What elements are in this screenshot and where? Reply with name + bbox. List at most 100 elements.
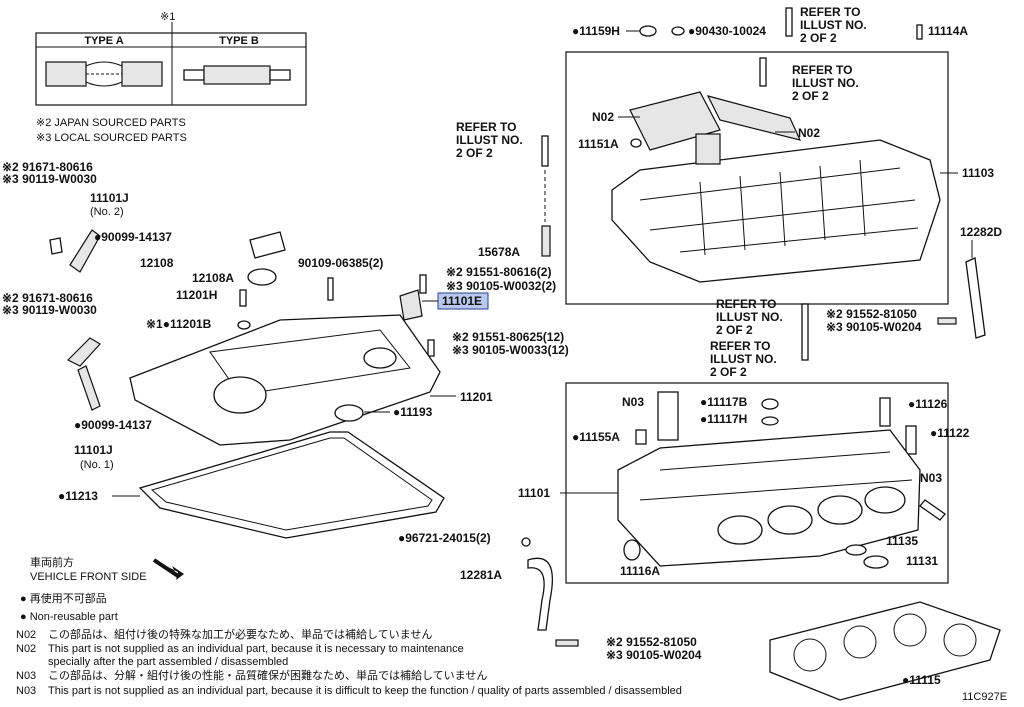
- refer-note-left: REFER TO ILLUST NO. 2 OF 2: [456, 120, 549, 167]
- label-15678A: 15678A: [478, 245, 520, 259]
- gasket-11213: [138, 431, 445, 539]
- label-n02-right: N02: [798, 126, 820, 140]
- label-11131: 11131: [906, 554, 938, 568]
- cam-housing-frame: [565, 51, 949, 305]
- label-91671-80616-top: ※2 91671-80616: [2, 160, 93, 174]
- type-table: ※1 TYPE A TYPE B: [35, 11, 307, 106]
- svg-text:2 OF 2: 2 OF 2: [716, 323, 753, 337]
- label-90430-10024: ●90430-10024: [688, 24, 766, 38]
- label-no2: (No. 2): [90, 206, 124, 218]
- label-11151A: 11151A: [578, 137, 619, 151]
- local-sourced-note: ※3 LOCAL SOURCED PARTS: [36, 132, 187, 144]
- label-n03-top: N03: [622, 395, 644, 409]
- label-91671-80616-bot: ※2 91671-80616: [2, 291, 93, 305]
- label-11101E[interactable]: 11101E: [442, 294, 482, 308]
- front-en: VEHICLE FRONT SIDE: [30, 571, 147, 583]
- label-11103: 11103: [962, 166, 994, 180]
- valve-cover-11201: [129, 314, 441, 446]
- label-11101J-bot: 11101J: [74, 443, 113, 457]
- svg-text:ILLUST NO.: ILLUST NO.: [716, 310, 783, 324]
- svg-text:REFER TO: REFER TO: [800, 5, 860, 19]
- oil-cap: [249, 231, 286, 259]
- type-b-header: TYPE B: [219, 35, 259, 47]
- label-90105-W0032: ※3 90105-W0032(2): [446, 279, 556, 293]
- type-b-seal-drawing: [183, 65, 291, 85]
- front-jp: 車両前方: [30, 555, 74, 569]
- refer-note-mid: REFER TO ILLUST NO. 2 OF 2: [759, 57, 859, 103]
- label-11117H: ●11117H: [700, 412, 747, 426]
- label-90119-W0030-top: ※3 90119-W0030: [2, 172, 97, 186]
- label-11116A: 11116A: [620, 564, 660, 578]
- label-90099-bot: ●90099-14137: [74, 418, 152, 432]
- svg-text:ILLUST NO.: ILLUST NO.: [710, 352, 777, 366]
- svg-text:REFER TO: REFER TO: [710, 339, 770, 353]
- label-96721-24015: ●96721-24015(2): [398, 531, 491, 545]
- bolt-15678A: [541, 225, 551, 257]
- svg-text:ILLUST NO.: ILLUST NO.: [456, 133, 523, 147]
- label-90105-W0033: ※3 90105-W0033(12): [452, 343, 569, 357]
- diagram-code: 11C927E: [962, 691, 1007, 703]
- note-text: この部品は、組付け後の特殊な加工が必要なため、単品では補給していません: [48, 627, 432, 641]
- label-11201B: ※1●11201B: [146, 317, 212, 331]
- label-n03-right: N03: [920, 471, 942, 485]
- front-arrow-icon: [154, 560, 184, 580]
- label-90105-W0204-top: ※3 90105-W0204: [826, 320, 922, 334]
- label-90105-W0204-bot: ※3 90105-W0204: [606, 648, 702, 662]
- ocv-no2: [69, 229, 101, 273]
- label-90119-W0030-bot: ※3 90119-W0030: [2, 303, 97, 317]
- label-11193: ●11193: [393, 405, 433, 419]
- label-11155A: ●11155A: [572, 430, 620, 444]
- cam-sensor-11101E: [399, 289, 423, 321]
- label-11114A: 11114A: [928, 24, 968, 38]
- svg-text:ILLUST NO.: ILLUST NO.: [792, 76, 859, 90]
- svg-text:REFER TO: REFER TO: [456, 120, 516, 134]
- label-90099-top: ●90099-14137: [94, 230, 172, 244]
- note-code: N03: [16, 685, 36, 697]
- bracket-12281A: [527, 557, 554, 631]
- label-12282D: 12282D: [960, 225, 1002, 239]
- note-text: This part is not supplied as an individu…: [48, 643, 464, 655]
- svg-text:2 OF 2: 2 OF 2: [800, 31, 837, 45]
- note-text: This part is not supplied as an individu…: [48, 685, 682, 697]
- cam-housing-drawing: [611, 91, 941, 283]
- label-91552-81050-top: ※2 91552-81050: [826, 307, 917, 321]
- label-n02-left: N02: [592, 110, 614, 124]
- label-91551-80616: ※2 91551-80616(2): [446, 265, 551, 279]
- bolt-right: [937, 317, 957, 325]
- label-no1: (No. 1): [80, 459, 114, 471]
- note-code: N02: [16, 629, 36, 641]
- japan-sourced-note: ※2 JAPAN SOURCED PARTS: [36, 117, 186, 129]
- ocv-no1: [66, 337, 101, 411]
- label-11115: ●11115: [902, 673, 941, 687]
- label-90109-06385: 90109-06385(2): [298, 256, 383, 270]
- legend-en: ● Non-reusable part: [20, 611, 118, 623]
- part-n03-top: [657, 391, 679, 441]
- note-code: N03: [16, 670, 36, 682]
- note-text: この部品は、分解・組付け後の性能・品質確保が困難なため、単品では補給していません: [48, 668, 487, 682]
- label-91552-81050-bot: ※2 91552-81050: [606, 635, 697, 649]
- label-11101J-top: 11101J: [90, 191, 129, 205]
- refer-note-lower2: REFER TO ILLUST NO. 2 OF 2: [710, 339, 777, 379]
- label-11213: ●11213: [58, 489, 98, 503]
- legend-jp: ● 再使用不可部品: [20, 591, 107, 605]
- label-11126: ●11126: [908, 397, 948, 411]
- label-12108: 12108: [140, 256, 174, 270]
- label-11201H: 11201H: [176, 288, 217, 302]
- seal-11193: [334, 404, 364, 422]
- label-11201: 11201: [460, 390, 493, 404]
- svg-text:2 OF 2: 2 OF 2: [792, 89, 829, 103]
- svg-text:REFER TO: REFER TO: [716, 297, 776, 311]
- label-11122: ●11122: [930, 426, 970, 440]
- refer-note-top: REFER TO ILLUST NO. 2 OF 2: [785, 5, 867, 45]
- svg-text:2 OF 2: 2 OF 2: [710, 365, 747, 379]
- head-gasket-11115: [769, 601, 1001, 701]
- notes: N02 この部品は、組付け後の特殊な加工が必要なため、単品では補給していません …: [16, 627, 682, 697]
- cyl-head-frame: [565, 382, 949, 584]
- note-text: specially after the part assembled / dis…: [48, 656, 288, 668]
- svg-text:REFER TO: REFER TO: [792, 63, 852, 77]
- bracket-12282D: [965, 257, 986, 339]
- label-12108A: 12108A: [192, 271, 234, 285]
- label-11101: 11101: [518, 486, 550, 500]
- label-11135: 11135: [886, 534, 918, 548]
